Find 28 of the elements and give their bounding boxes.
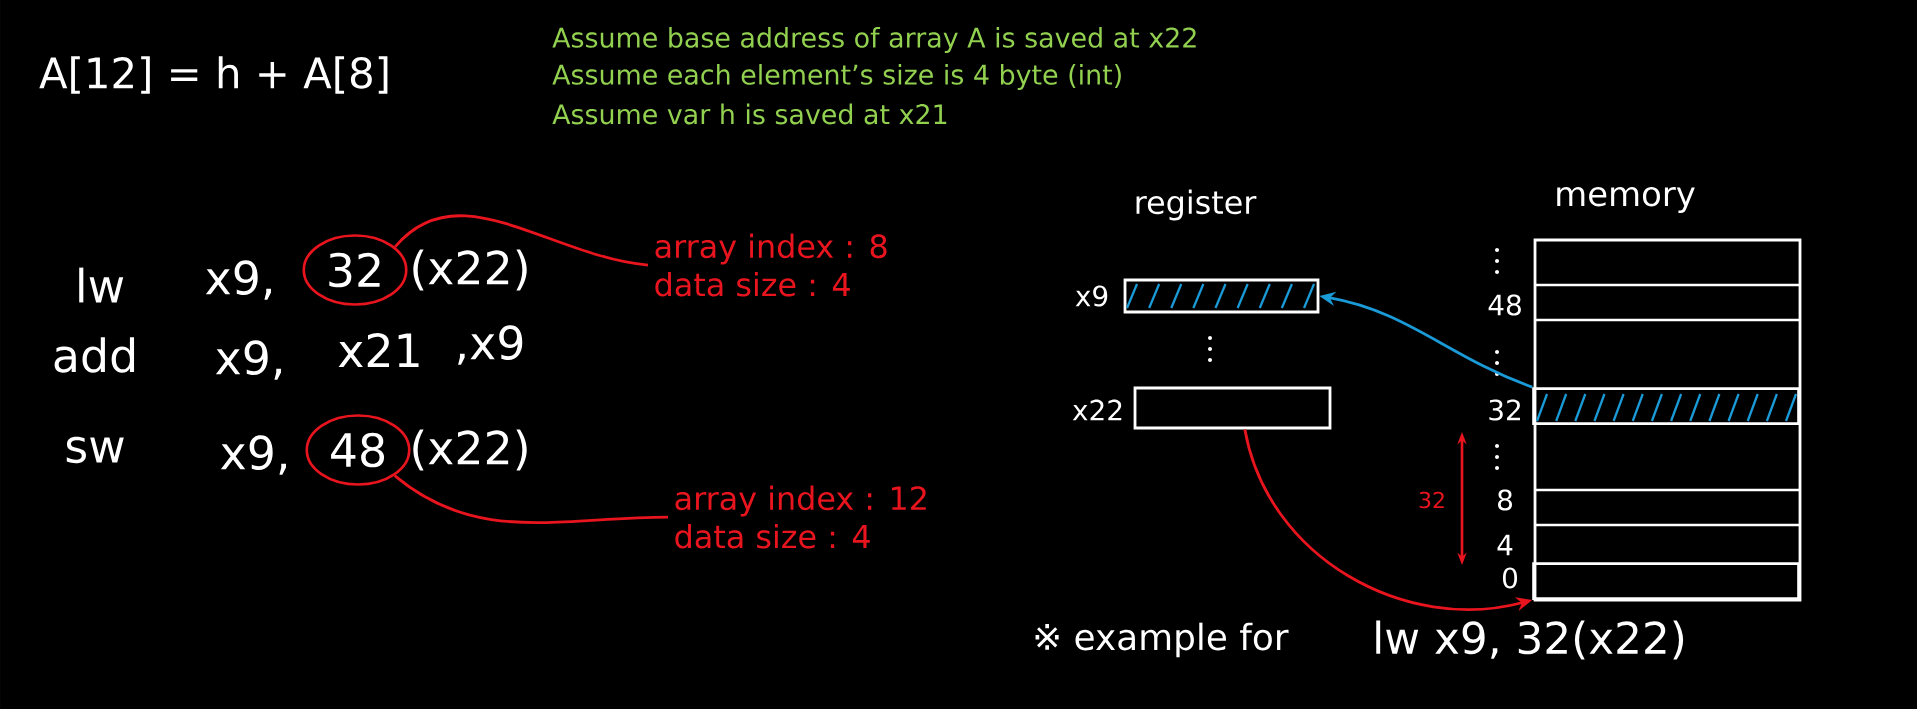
instruction-text: x21 — [338, 333, 419, 367]
dimension-label: 32 — [1419, 491, 1444, 509]
circled-number: 32 — [302, 234, 408, 306]
instruction-text: add — [54, 337, 135, 373]
annotation: array index : 8 data size : 4 — [655, 233, 887, 297]
address-label: 4 — [1497, 534, 1513, 556]
connector — [394, 214, 649, 267]
circled-number: 48 — [305, 414, 411, 486]
instruction-text: sw — [66, 436, 124, 464]
heading: memory — [1557, 187, 1695, 213]
instruction-text: (x22) — [413, 249, 527, 291]
register-label: x22 — [1072, 399, 1122, 421]
address-label: 48 — [1488, 294, 1521, 316]
note: Assume base address of array A is saved at x22 — [552, 26, 1196, 53]
instruction-text: lw — [79, 267, 124, 303]
instruction-text: x9, — [215, 340, 281, 380]
register-label: 32 — [1489, 399, 1520, 421]
instruction-text: x9, — [205, 260, 271, 300]
annotation: array index : 12 data size : 4 — [675, 485, 926, 549]
note: Assume each element’s size is 4 byte (int) — [552, 63, 1121, 90]
register-label: 0 — [1502, 567, 1518, 589]
note: Assume var h is saved at x21 — [552, 103, 947, 125]
register-label: x9 — [1075, 285, 1108, 307]
address-label: 8 — [1498, 489, 1512, 511]
instruction-text: ,x9 — [458, 325, 523, 365]
connector — [393, 474, 669, 524]
footnote: ※ example for — [1035, 622, 1289, 658]
instruction-text: x9, — [220, 435, 286, 475]
